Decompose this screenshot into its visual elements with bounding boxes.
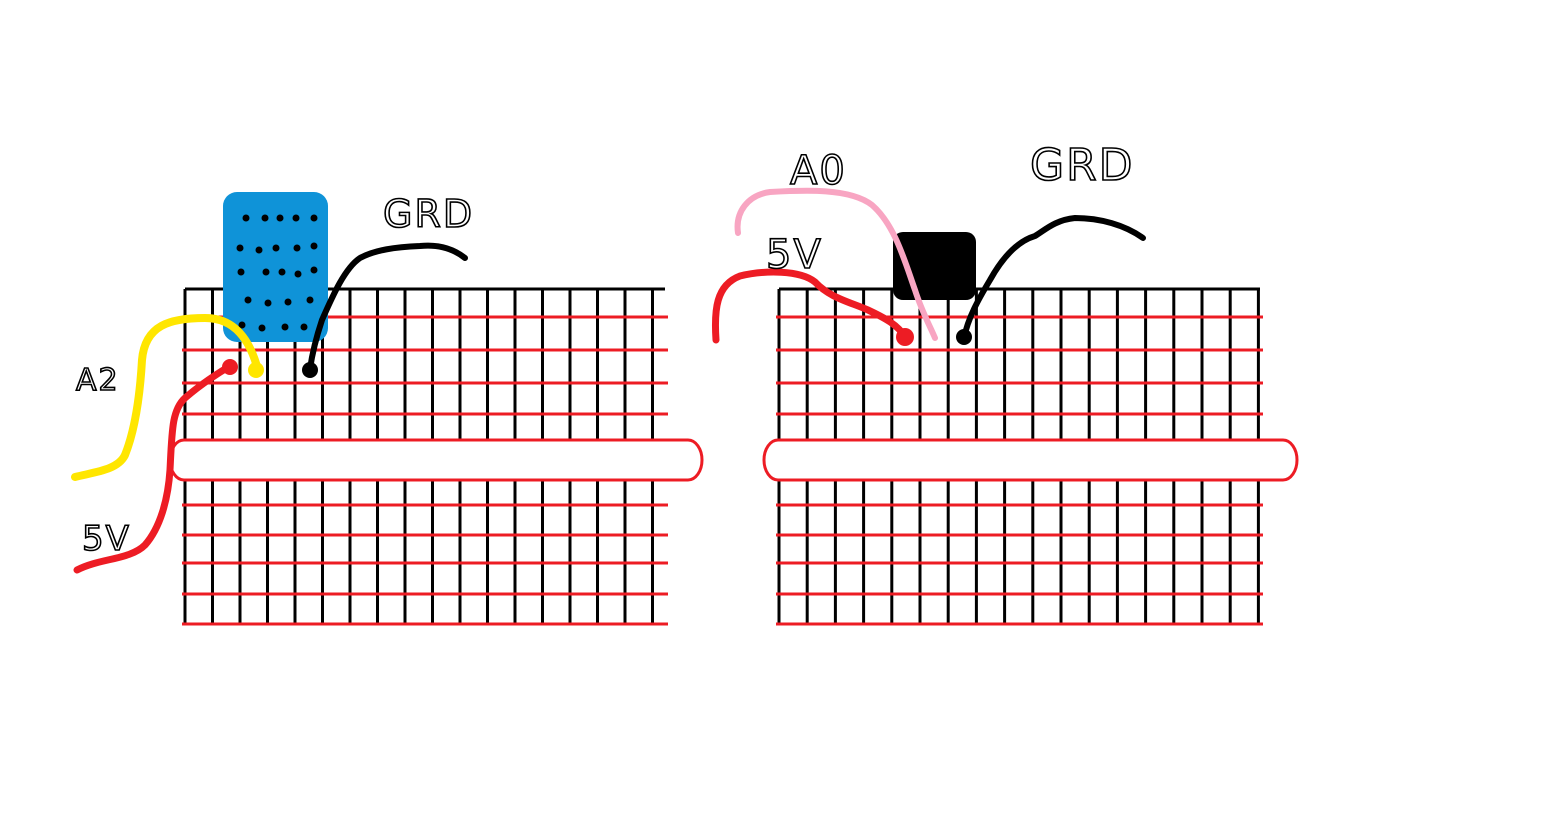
left-breadboard bbox=[168, 287, 704, 626]
left-ground-label: GRD bbox=[383, 192, 474, 236]
grille-hole bbox=[294, 270, 302, 278]
right-ground-wire bbox=[961, 214, 1146, 341]
grille-hole bbox=[258, 324, 266, 332]
center-channel bbox=[168, 438, 704, 482]
left-ground-wire bbox=[307, 242, 468, 372]
grille-hole bbox=[237, 268, 245, 276]
left-ground-pin bbox=[302, 362, 318, 378]
grille-hole bbox=[284, 298, 292, 306]
right-ground-label: GRD bbox=[1030, 140, 1135, 191]
grille-hole bbox=[244, 296, 252, 304]
dht-sensor-icon bbox=[223, 192, 328, 342]
grille-hole bbox=[264, 299, 272, 307]
grille-hole bbox=[310, 214, 318, 222]
right-signal-wire bbox=[734, 187, 938, 341]
left-signal-pin bbox=[248, 362, 264, 378]
left-signal-label: A2 bbox=[76, 363, 120, 398]
right-breadboard bbox=[762, 287, 1299, 626]
grille-hole bbox=[293, 244, 301, 252]
grille-hole bbox=[272, 244, 280, 252]
grille-hole bbox=[292, 214, 300, 222]
grille-hole bbox=[306, 296, 314, 304]
left-power-label: 5V bbox=[82, 519, 131, 559]
right-power-label: 5V bbox=[766, 232, 823, 278]
grille-hole bbox=[262, 268, 270, 276]
left-signal-wire bbox=[71, 313, 262, 481]
grille-hole bbox=[310, 242, 318, 250]
grille-hole bbox=[278, 268, 286, 276]
sensor-grille-holes bbox=[236, 214, 318, 332]
grille-hole bbox=[281, 323, 289, 331]
left-power-wire bbox=[73, 362, 234, 574]
grille-hole bbox=[238, 321, 246, 329]
center-channel bbox=[762, 438, 1299, 482]
right-power-pin bbox=[896, 328, 914, 346]
grille-hole bbox=[255, 246, 263, 254]
right-power-wire bbox=[711, 268, 909, 344]
grille-hole bbox=[242, 214, 250, 222]
grille-hole bbox=[300, 323, 308, 331]
right-ground-pin bbox=[956, 329, 972, 345]
grille-hole bbox=[236, 244, 244, 252]
grille-hole bbox=[310, 266, 318, 274]
grille-hole bbox=[276, 214, 284, 222]
right-signal-label: A0 bbox=[790, 148, 847, 194]
left-power-pin bbox=[222, 359, 238, 375]
grille-hole bbox=[261, 214, 269, 222]
